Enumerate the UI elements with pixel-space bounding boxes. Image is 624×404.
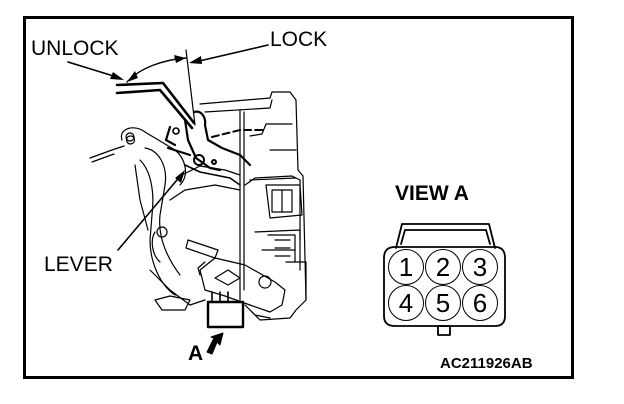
pin-number: 2 xyxy=(435,251,451,282)
unlock-label: UNLOCK xyxy=(31,37,119,60)
lock-arrowhead xyxy=(189,56,202,64)
actuator-body xyxy=(169,91,307,321)
connector-face-view xyxy=(383,223,506,336)
connector-pin-3: 3 xyxy=(462,249,498,285)
pin-number: 3 xyxy=(472,251,488,282)
unlock-arrowhead xyxy=(110,72,124,80)
pin-number: 5 xyxy=(435,287,451,318)
view-title: VIEW A xyxy=(395,182,469,205)
pin-number: 6 xyxy=(472,287,488,318)
connector-pin-2: 2 xyxy=(425,249,461,285)
lever-assembly xyxy=(164,110,252,186)
lower-plate xyxy=(197,257,286,319)
dashed-line xyxy=(211,129,266,138)
bracket xyxy=(120,127,219,311)
lock-reference-line xyxy=(185,49,196,126)
lock-label: LOCK xyxy=(270,28,328,51)
lever-arrowhead xyxy=(175,170,185,183)
cable xyxy=(89,145,125,163)
connector-pin-6: 6 xyxy=(462,285,498,321)
pin-number: 1 xyxy=(398,251,414,282)
connector-pin-1: 1 xyxy=(388,249,424,285)
lock-leader xyxy=(194,44,269,63)
lever-label: LEVER xyxy=(44,253,113,276)
arc-arrowhead-left xyxy=(127,71,138,82)
pin-number: 4 xyxy=(398,287,414,318)
connector-pin-4: 4 xyxy=(388,285,424,321)
figure-frame xyxy=(23,16,574,379)
arc-arrowhead-right xyxy=(174,55,186,63)
connector-pin-5: 5 xyxy=(425,285,461,321)
connector-a xyxy=(206,291,245,329)
door-rod xyxy=(115,81,196,130)
view-a-arrow xyxy=(206,332,224,355)
figure-id: AC211926AB xyxy=(440,355,533,372)
unlock-leader xyxy=(67,61,121,79)
lever-leader xyxy=(117,173,183,251)
view-marker-label: A xyxy=(188,342,204,365)
